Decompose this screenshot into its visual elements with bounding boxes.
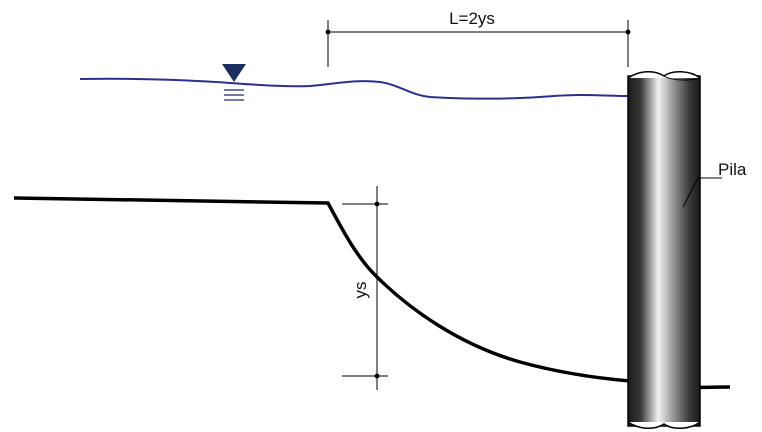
water-surface-line <box>79 77 629 100</box>
depth-dimension <box>342 186 388 390</box>
pier-label: Pila <box>718 160 747 179</box>
water-level-icon <box>222 64 246 101</box>
riverbed-line <box>13 196 731 390</box>
length-label: L=2ys <box>449 9 495 28</box>
pier-leader-line <box>682 177 722 208</box>
pier-cylinder <box>627 71 701 429</box>
depth-label: ys <box>351 282 370 299</box>
length-dimension <box>325 20 631 67</box>
